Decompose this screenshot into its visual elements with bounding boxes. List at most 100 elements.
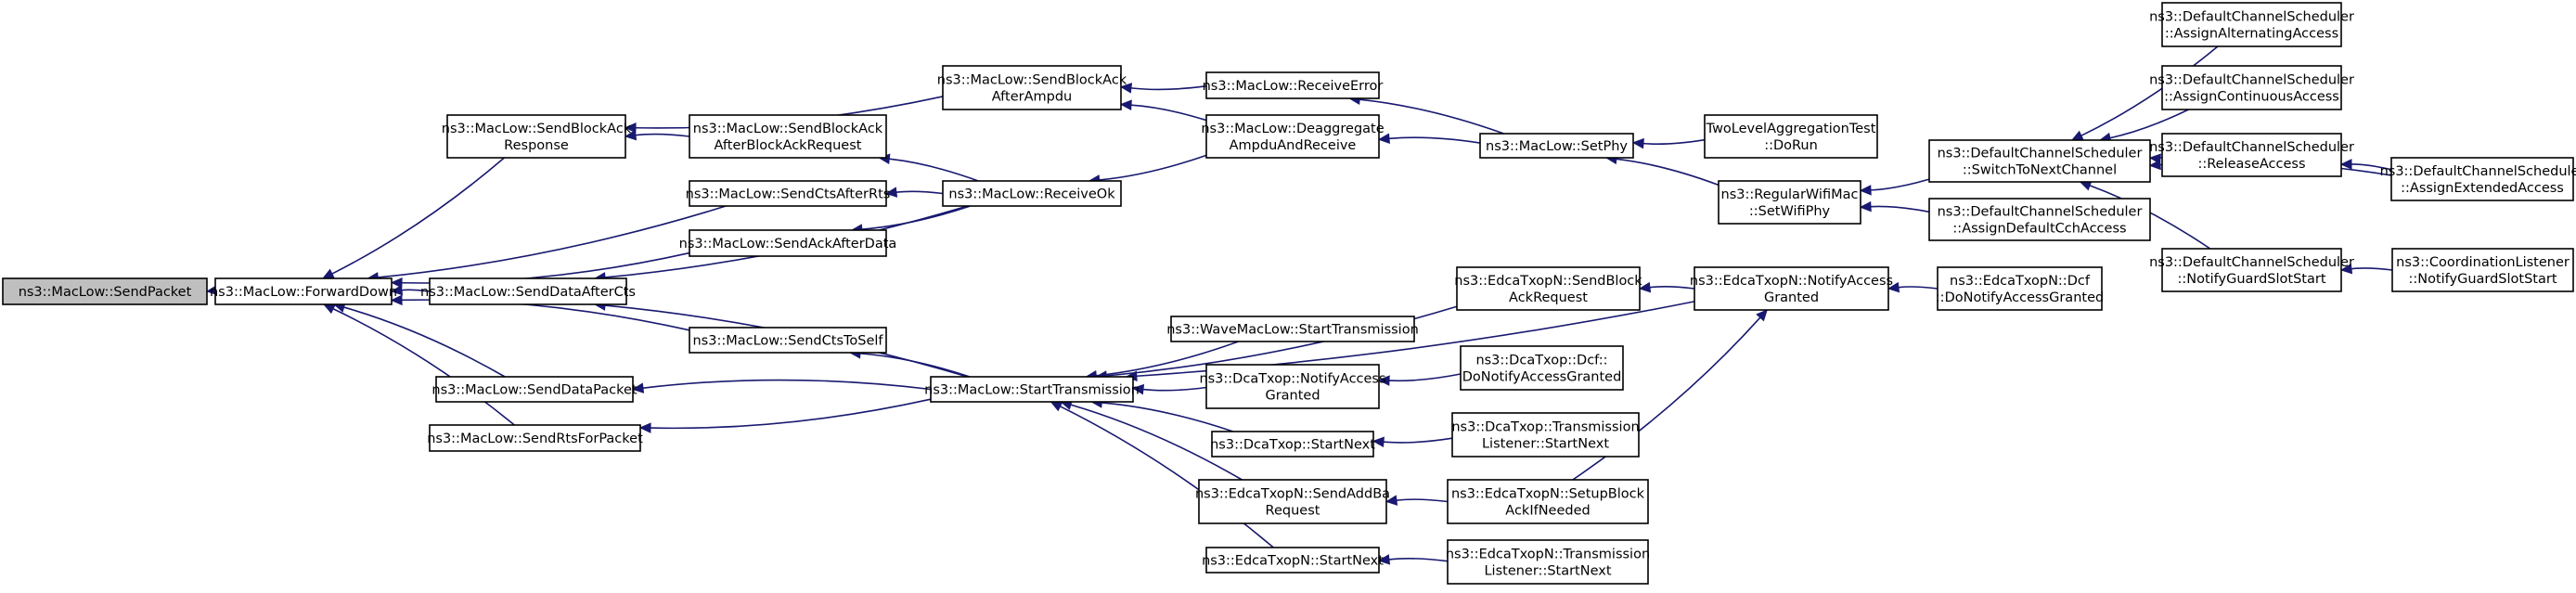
arrowhead — [2148, 159, 2161, 171]
node-box — [942, 180, 1122, 207]
arrowhead — [390, 277, 403, 289]
node-label: AckRequest — [1509, 290, 1588, 305]
node-ns3-maclow-sendrtsforpacket[interactable]: ns3::MacLow::SendRtsForPacket — [427, 424, 643, 452]
node-ns3-defaultchannelscheduler-assignalternatingaccess[interactable]: ns3::DefaultChannelScheduler::AssignAlte… — [2149, 2, 2354, 47]
edge-line — [332, 308, 515, 426]
node-box — [1205, 547, 1380, 574]
node-box — [1718, 180, 1861, 225]
arrowhead — [1638, 281, 1652, 293]
edge-line — [1898, 286, 1938, 290]
node-ns3-maclow-senddatapacket[interactable]: ns3::MacLow::SendDataPacket — [431, 376, 638, 403]
edge-n17-to-n12 — [1131, 383, 1207, 395]
edge-line — [1388, 373, 1462, 382]
node-label: ::NotifyGuardSlotStart — [2408, 272, 2557, 287]
node-ns3-defaultchannelscheduler-switchtonextchannel[interactable]: ns3::DefaultChannelScheduler::SwitchToNe… — [1928, 139, 2151, 183]
edge-line — [343, 306, 506, 378]
node-ns3-wavemaclow-starttransmission[interactable]: ns3::WaveMacLow::StartTransmission — [1166, 316, 1419, 342]
edge-n12-to-n8 — [638, 398, 932, 433]
node-box — [1205, 71, 1380, 99]
node-ns3-dcatxop-dcf-donotifyaccessgranted[interactable]: ns3::DcaTxop::Dcf::DoNotifyAccessGranted — [1460, 345, 1624, 391]
edge-line — [401, 289, 431, 292]
edge-line — [889, 158, 979, 182]
edge-n14-to-n9 — [1119, 99, 1207, 122]
node-label: Listener::StartNext — [1482, 437, 1609, 452]
node-ns3-maclow-sendblockackafterblockackrequest[interactable]: ns3::MacLow::SendBlockAckAfterBlockAckRe… — [689, 114, 887, 159]
edge-line — [1070, 404, 1243, 481]
node-ns3-coordinationlistener-notifyguardslotstart[interactable]: ns3::CoordinationListener::NotifyGuardSl… — [2391, 248, 2574, 292]
node-ns3-defaultchannelscheduler-assigndefaultcchaccess[interactable]: ns3::DefaultChannelScheduler::AssignDefa… — [1928, 198, 2151, 241]
node-box — [1937, 266, 2103, 311]
node-ns3-maclow-setphy[interactable]: ns3::MacLow::SetPhy — [1479, 133, 1634, 159]
node-label: ::AssignDefaultCchAccess — [1952, 222, 2126, 237]
node-ns3-dcatxop-transmissionlistener-startnext[interactable]: ns3::DcaTxop::TransmissionListener::Star… — [1451, 412, 1640, 458]
node-label: ns3::EdcaTxopN::SendBlock — [1454, 274, 1642, 289]
node-ns3-maclow-receiveok[interactable]: ns3::MacLow::ReceiveOk — [942, 180, 1122, 207]
node-label: ns3::MacLow::SendBlockAck — [937, 73, 1127, 88]
edge-n36-to-n34 — [2339, 159, 2392, 171]
node-box — [2, 277, 208, 305]
node-ns3-maclow-sendpacket[interactable]: ns3::MacLow::SendPacket — [2, 277, 208, 305]
node-label: ns3::MacLow::ReceiveError — [1203, 79, 1384, 94]
node-ns3-edcatxopn-notifyaccessgranted[interactable]: ns3::EdcaTxopN::NotifyAccessGranted — [1690, 266, 1893, 311]
edge-line — [1099, 154, 1207, 181]
node-label: ns3::DcaTxop::StartNext — [1210, 438, 1375, 453]
node-label: ns3::MacLow::SendDataPacket — [431, 383, 638, 398]
node-label: ns3::MacLow::ReceiveOk — [948, 187, 1115, 202]
node-box — [2161, 2, 2342, 47]
node-ns3-maclow-sendctsafterrts[interactable]: ns3::MacLow::SendCtsAfterRts — [686, 180, 891, 207]
node-ns3-dcatxop-notifyaccessgranted[interactable]: ns3::DcaTxop::NotifyAccessGranted — [1199, 364, 1386, 409]
arrowhead — [1385, 495, 1398, 506]
node-box — [429, 424, 641, 452]
node-ns3-maclow-starttransmission[interactable]: ns3::MacLow::StartTransmission — [924, 376, 1140, 403]
node-label: ::SwitchToNextChannel — [1963, 163, 2117, 178]
node-ns3-defaultchannelscheduler-assignextendedaccess[interactable]: ns3::DefaultChannelScheduler::AssignExte… — [2380, 157, 2576, 201]
node-ns3-edcatxopn-dcf-donotifyaccessgranted[interactable]: ns3::EdcaTxopN::Dcf::DoNotifyAccessGrant… — [1936, 266, 2104, 311]
edge-n30-to-n27 — [1859, 200, 1930, 213]
edge-n28-to-n21 — [1638, 281, 1695, 293]
edge-line — [2351, 267, 2393, 271]
node-box — [429, 277, 627, 305]
node-ns3-maclow-receiveerror[interactable]: ns3::MacLow::ReceiveError — [1203, 71, 1384, 99]
node-label: ns3::RegularWifiMac — [1721, 187, 1859, 202]
edge-layer — [205, 45, 2393, 565]
node-ns3-regularwifimac-setwifiphy[interactable]: ns3::RegularWifiMac::SetWifiPhy — [1718, 180, 1861, 225]
node-ns3-defaultchannelscheduler-releaseaccess[interactable]: ns3::DefaultChannelScheduler::ReleaseAcc… — [2149, 133, 2354, 177]
edge-line — [1572, 316, 1761, 481]
edge-line — [1130, 85, 1207, 91]
node-ns3-dcatxop-startnext[interactable]: ns3::DcaTxop::StartNext — [1210, 431, 1375, 458]
node-ns3-maclow-forwarddown[interactable]: ns3::MacLow::ForwardDown — [210, 277, 397, 305]
node-ns3-defaultchannelscheduler-assigncontinuousaccess[interactable]: ns3::DefaultChannelScheduler::AssignCont… — [2149, 65, 2354, 110]
node-ns3-maclow-senddataaftercts[interactable]: ns3::MacLow::SendDataAfterCts — [420, 277, 636, 305]
node-label: ns3::EdcaTxopN::SetupBlock — [1451, 487, 1645, 502]
node-ns3-edcatxopn-transmissionlistener-startnext[interactable]: ns3::EdcaTxopN::TransmissionListener::St… — [1446, 539, 1650, 585]
edge-line — [331, 157, 505, 275]
node-ns3-maclow-sendackafterdata[interactable]: ns3::MacLow::SendAckAfterData — [679, 229, 897, 257]
node-label: ns3::MacLow::SendCtsToSelf — [692, 334, 883, 349]
edge-n7-to-n1 — [332, 302, 506, 378]
node-label: ns3::DefaultChannelScheduler — [1938, 205, 2143, 220]
arrowhead — [2070, 130, 2084, 141]
node-label: ns3::EdcaTxopN::Dcf — [1950, 274, 2091, 289]
edge-n10-to-n2 — [624, 129, 690, 141]
edge-line — [650, 398, 932, 430]
node-label: Listener::StartNext — [1484, 564, 1611, 579]
arrowhead — [2339, 159, 2352, 170]
node-ns3-maclow-sendctstoself[interactable]: ns3::MacLow::SendCtsToSelf — [689, 327, 887, 354]
node-box — [1704, 114, 1878, 159]
edge-line — [859, 353, 971, 378]
edge-line — [1388, 558, 1449, 562]
node-ns3-defaultchannelscheduler-notifyguardslotstart[interactable]: ns3::DefaultChannelScheduler::NotifyGuar… — [2149, 248, 2354, 292]
arrowhead — [631, 382, 645, 393]
node-twolevelaggregationtest-dorun[interactable]: TwoLevelAggregationTest::DoRun — [1704, 114, 1878, 159]
node-ns3-edcatxopn-startnext[interactable]: ns3::EdcaTxopN::StartNext — [1202, 547, 1384, 574]
arrowhead — [1131, 383, 1145, 395]
node-label: DoNotifyAccessGranted — [1462, 370, 1622, 385]
node-label: Granted — [1764, 290, 1819, 305]
edge-line — [1396, 498, 1449, 503]
